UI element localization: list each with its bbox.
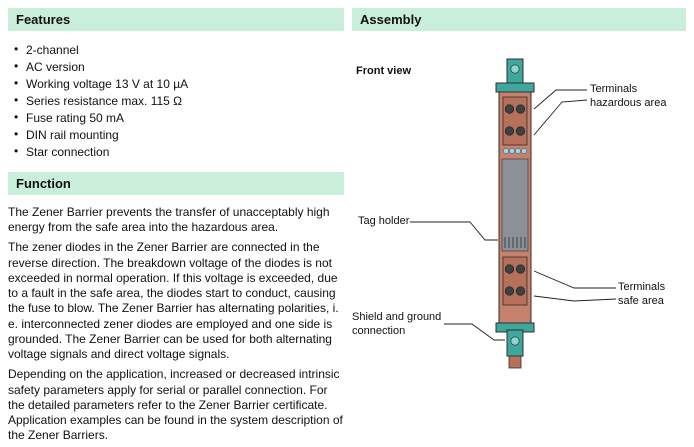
- feature-item: Fuse rating 50 mA: [12, 109, 344, 126]
- terminal-screws: [504, 104, 526, 296]
- tag-holder-label: Tag holder: [358, 215, 410, 227]
- function-header: Function: [8, 172, 344, 195]
- function-paragraph: Depending on the application, increased …: [8, 367, 343, 443]
- assembly-title: Assembly: [360, 12, 422, 27]
- tag-holder-ribs: [504, 237, 526, 248]
- assembly-header: Assembly: [352, 8, 686, 31]
- shield-ground-label: Shield and ground connection: [352, 311, 442, 337]
- right-column: Assembly: [352, 8, 686, 447]
- front-view-label: Front view: [356, 65, 412, 77]
- terminals-hazardous-label: Terminals hazardous area: [590, 83, 667, 109]
- feature-item: Series resistance max. 115 Ω: [12, 92, 344, 109]
- leader-lines: [410, 89, 617, 341]
- feature-item: 2-channel: [12, 41, 344, 58]
- feature-item: Star connection: [12, 143, 344, 160]
- device-front-view-diagram: [410, 58, 617, 369]
- terminals-safe-label: Terminals safe area: [618, 281, 666, 307]
- features-title: Features: [16, 12, 71, 27]
- function-paragraph: The zener diodes in the Zener Barrier ar…: [8, 240, 339, 362]
- function-title: Function: [16, 176, 71, 191]
- indicator-leds: [503, 148, 527, 154]
- terminal-blocks: [502, 96, 528, 369]
- features-header: Features: [8, 8, 344, 31]
- feature-item: Working voltage 13 V at 10 µA: [12, 75, 344, 92]
- function-paragraph: The Zener Barrier prevents the transfer …: [8, 205, 330, 235]
- tag-holder-panel: [501, 158, 529, 252]
- left-column: Features 2-channel AC version Working vo…: [8, 8, 344, 447]
- feature-item: DIN rail mounting: [12, 126, 344, 143]
- clamp-screws: [510, 64, 520, 346]
- function-text: The Zener Barrier prevents the transfer …: [8, 205, 344, 444]
- assembly-diagram: Front view Terminals hazardous area Tag …: [352, 39, 686, 447]
- features-list: 2-channel AC version Working voltage 13 …: [8, 41, 344, 160]
- feature-item: AC version: [12, 58, 344, 75]
